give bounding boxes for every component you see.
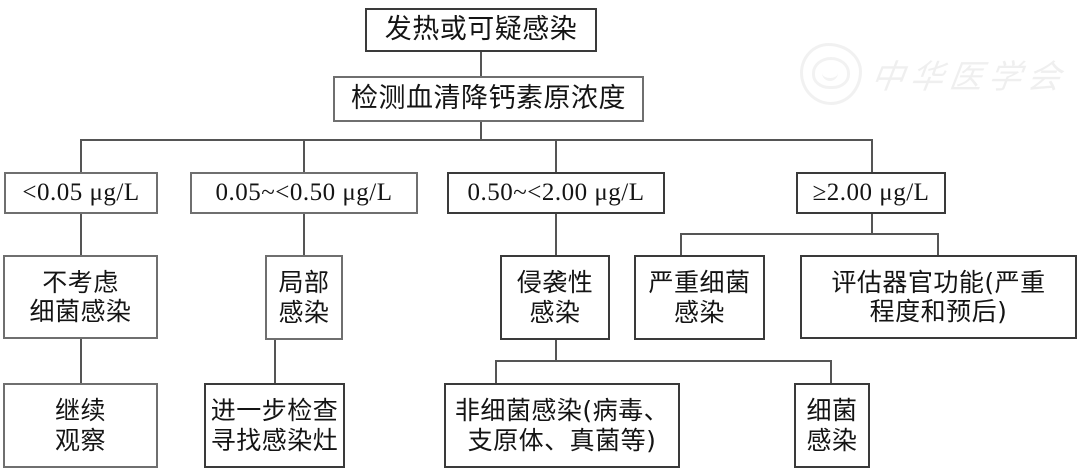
node-invasive-infection[interactable]: 侵袭性 感染 — [500, 255, 610, 340]
node-continue-observation[interactable]: 继续 观察 — [3, 383, 158, 468]
node-threshold-0-05-to-0-50[interactable]: 0.05~<0.50 μg/L — [190, 172, 418, 214]
node-threshold-lt-0-05[interactable]: <0.05 μg/L — [4, 172, 158, 214]
connector-split-to-bact — [830, 360, 832, 383]
connector-threshold-4-split-bus — [680, 233, 939, 235]
connector-threshold-4-to-split — [871, 214, 873, 233]
node-measure-serum-pct[interactable]: 检测血清降钙素原浓度 — [333, 76, 644, 122]
connector-invasive-to-split — [555, 340, 557, 360]
connector-threshold-1-to-nobact — [80, 214, 82, 255]
node-non-bacterial-infection[interactable]: 非细菌感染(病毒、 支原体、真菌等) — [444, 383, 680, 468]
connector-measure-to-bus — [480, 122, 482, 139]
connector-split-to-organ — [937, 233, 939, 255]
connector-nobact-to-observe — [80, 339, 82, 383]
node-no-bacterial-infection[interactable]: 不考虑 细菌感染 — [3, 255, 158, 339]
watermark: 中华医学会 — [800, 42, 1069, 106]
connector-threshold-3-to-invasive — [555, 214, 557, 255]
watermark-text: 中华医学会 — [868, 57, 1070, 96]
node-bacterial-infection[interactable]: 细菌 感染 — [794, 383, 870, 468]
connector-bus-to-threshold-3 — [555, 139, 557, 172]
node-root-fever-or-suspected-infection[interactable]: 发热或可疑感染 — [365, 8, 597, 52]
medical-association-seal-icon — [800, 43, 862, 105]
connector-root-to-measure — [480, 52, 482, 76]
connector-split-to-severe — [680, 233, 682, 255]
connector-local-to-further — [274, 340, 276, 383]
connector-split-to-nonbact — [495, 360, 497, 383]
node-threshold-ge-2-00[interactable]: ≥2.00 μg/L — [796, 172, 946, 214]
node-severe-bacterial-infection[interactable]: 严重细菌 感染 — [634, 255, 765, 340]
node-further-examination[interactable]: 进一步检查 寻找感染灶 — [204, 383, 345, 468]
node-local-infection[interactable]: 局部 感染 — [265, 255, 343, 340]
connector-bus-to-threshold-1 — [80, 139, 82, 172]
node-threshold-0-50-to-2-00[interactable]: 0.50~<2.00 μg/L — [447, 172, 665, 214]
connector-threshold-bus — [80, 139, 873, 141]
node-assess-organ-function[interactable]: 评估器官功能(严重 程度和预后) — [800, 255, 1077, 339]
connector-invasive-split-bus — [495, 360, 832, 362]
connector-threshold-2-to-local — [303, 214, 305, 255]
connector-bus-to-threshold-2 — [303, 139, 305, 172]
connector-bus-to-threshold-4 — [871, 139, 873, 172]
